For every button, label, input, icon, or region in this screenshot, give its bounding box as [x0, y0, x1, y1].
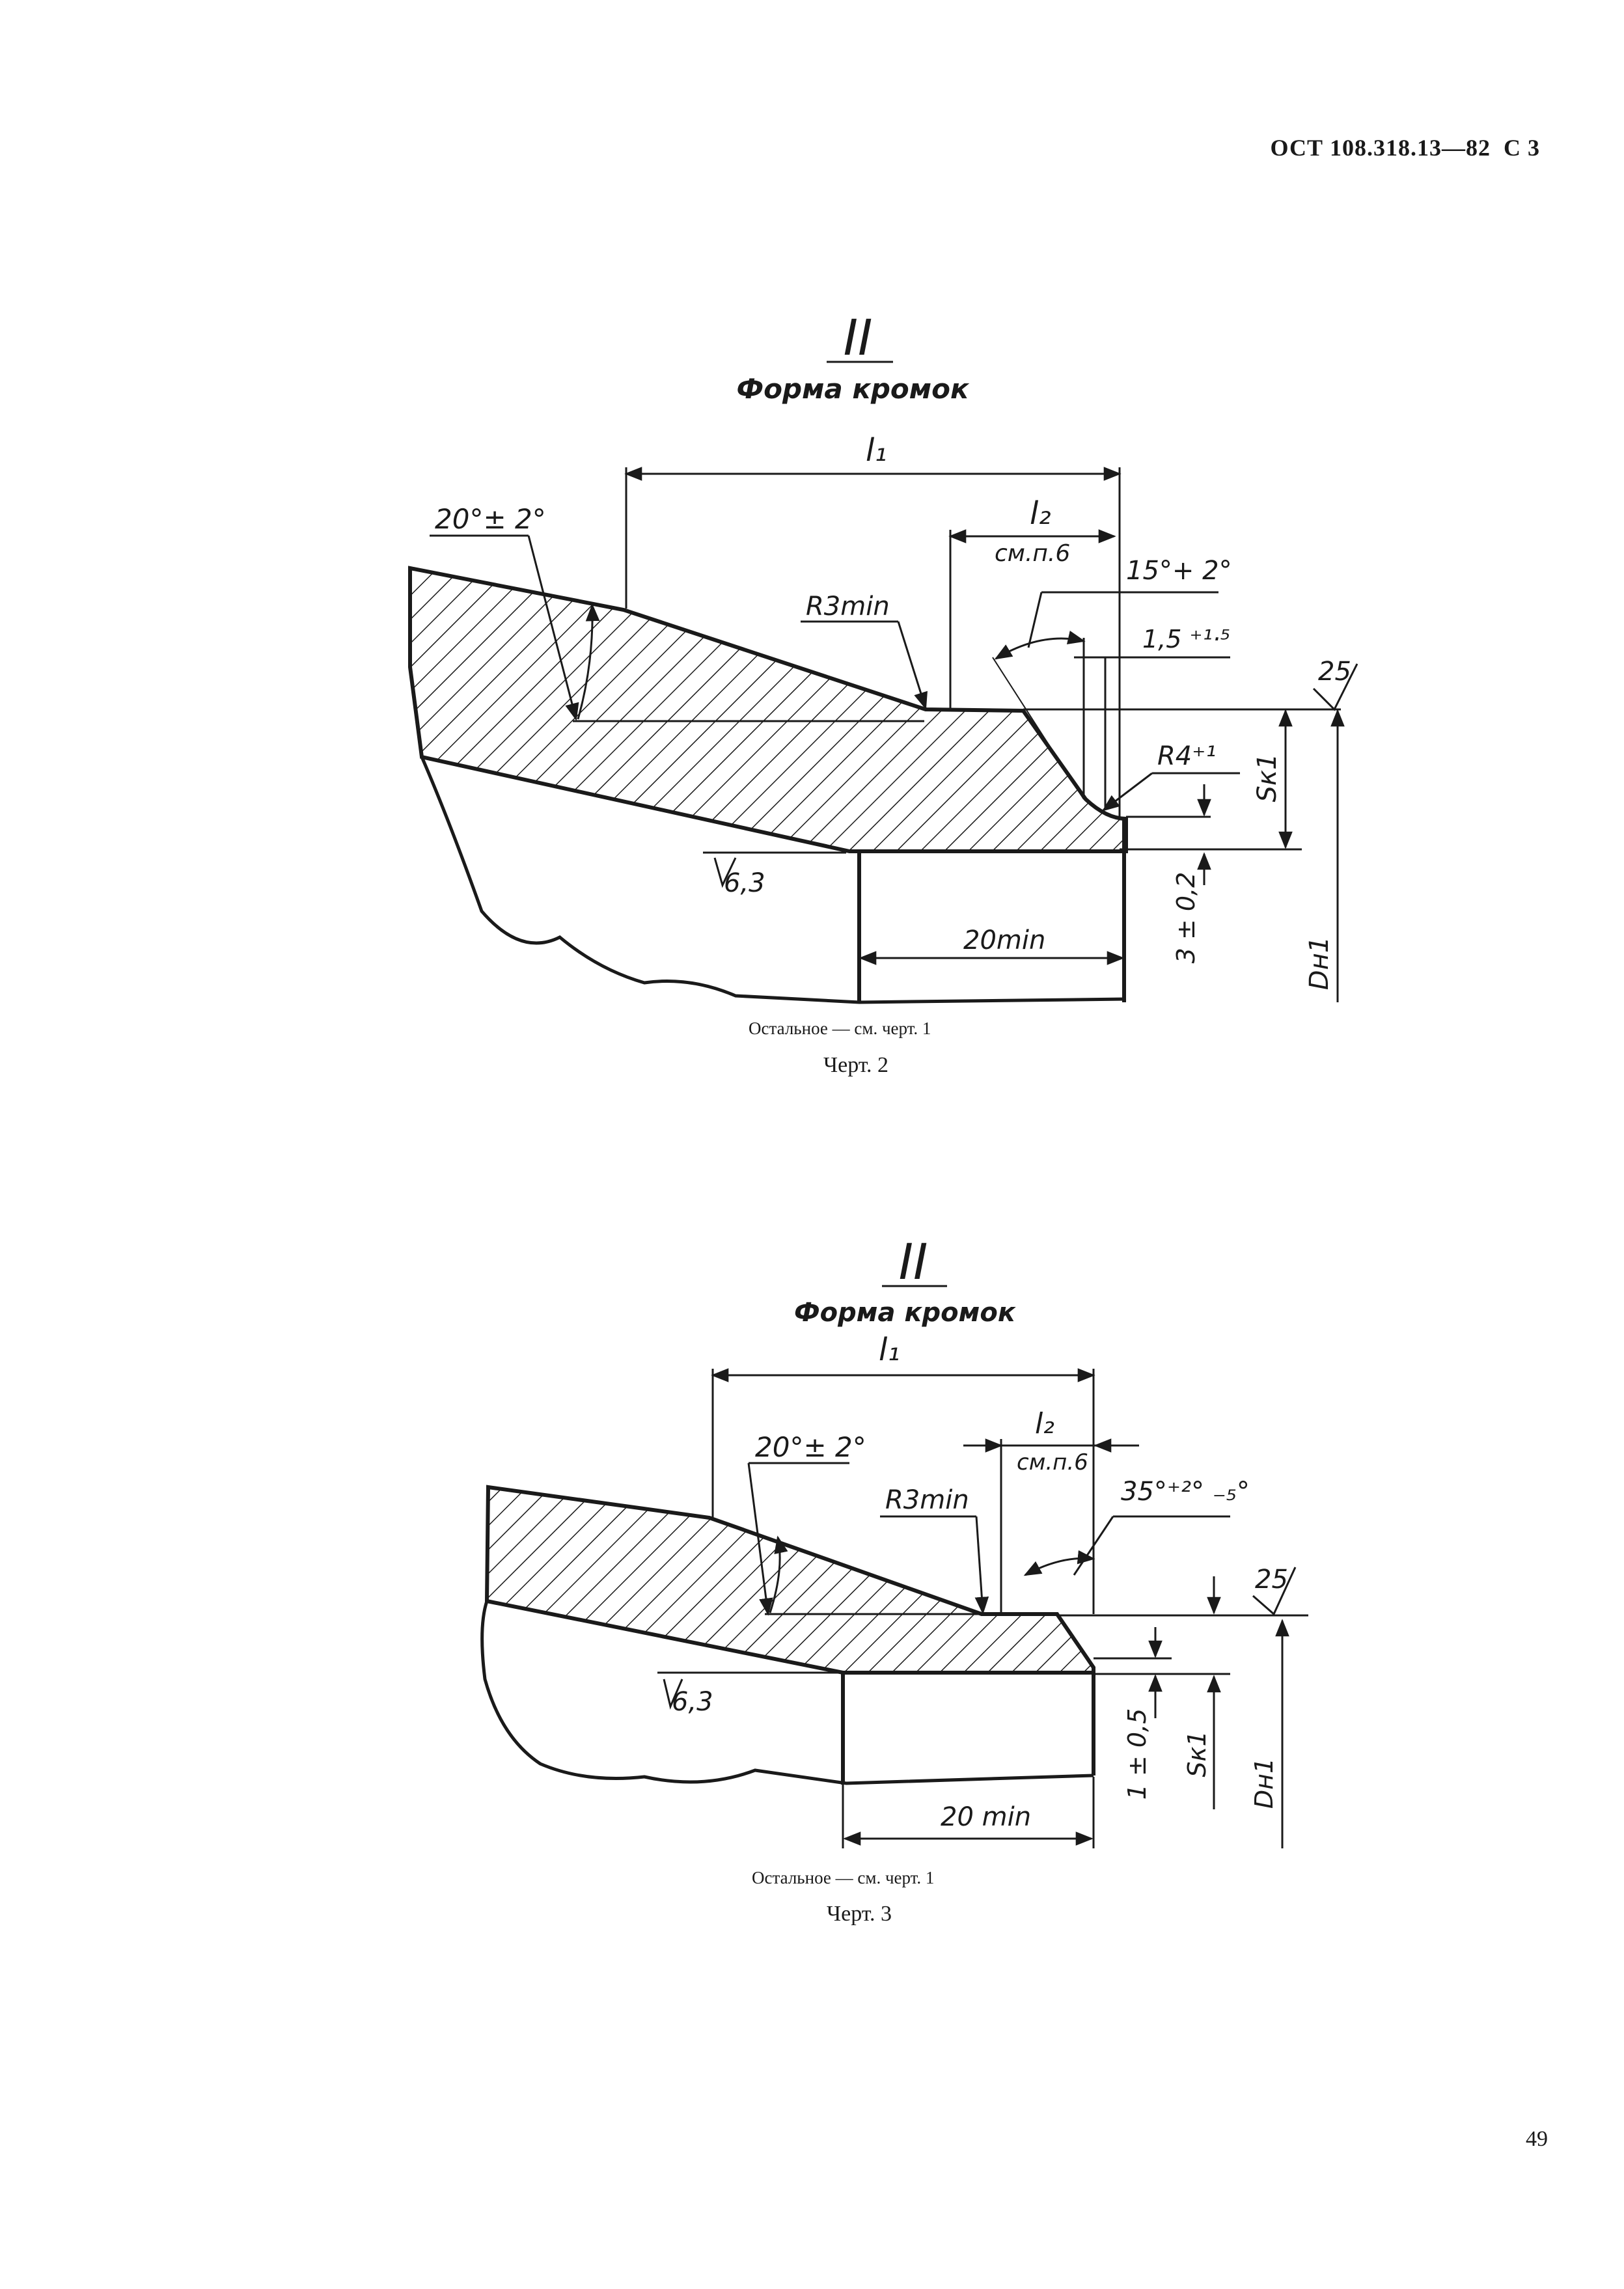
fig2-roughness-bottom-symbol — [713, 857, 737, 888]
fig2-caption: Черт. 2 — [823, 1053, 889, 1077]
fig2-roughness-top: 25 — [1318, 657, 1351, 687]
fig3-thickness-label: Sк1 — [1183, 1731, 1211, 1777]
figure-2-drawing: II Форма кромок l₁ l₂ см.п.6 20°± 2° — [408, 308, 1358, 1004]
fig3-weld-edge-section — [484, 1485, 1095, 1675]
fig3-length-label: 20 min — [941, 1802, 1031, 1832]
fig2-radius-bottom: R4⁺¹ — [1157, 741, 1216, 771]
fig2-angle-right: 15°+ 2° — [1126, 556, 1232, 586]
fig3-caption: Черт. 3 — [827, 1902, 892, 1926]
fig2-angle-left: 20°± 2° — [435, 503, 546, 535]
figure-3: II Форма кромок l₁ l₂ см.п.6 20°± 2° — [0, 1224, 1624, 1979]
fig3-title: Форма кромок — [794, 1298, 1016, 1328]
fig2-length-label: 20min — [963, 925, 1045, 955]
fig3-detail-label: II — [899, 1233, 928, 1291]
fig2-roughness-bottom: 6,3 — [724, 868, 765, 898]
fig3-roughness-top-symbol — [1252, 1567, 1297, 1616]
fig2-title: Форма кромок — [737, 373, 970, 405]
page-label: С 3 — [1504, 135, 1540, 161]
fig3-angle-left: 20°± 2° — [755, 1431, 866, 1463]
fig2-l2-label: l₂ — [1030, 495, 1051, 532]
figure-2: II Форма кромок l₁ l₂ см.п.6 20°± 2° — [0, 0, 1624, 1139]
fig3-roughness-bottom-symbol — [663, 1679, 683, 1710]
fig2-diameter-label: Dн1 — [1304, 937, 1334, 990]
fig2-weld-edge-section — [408, 566, 1128, 853]
fig2-l1-label: l₁ — [866, 432, 887, 469]
fig3-diameter-label: Dн1 — [1250, 1758, 1278, 1809]
fig2-note: Остальное — см. черт. 1 — [749, 1019, 931, 1038]
fig3-break-line — [480, 1600, 1094, 1785]
fig2-radius-top: R3min — [806, 592, 890, 622]
fig2-thickness-label: Sк1 — [1252, 754, 1282, 802]
fig2-l2-ref: см.п.6 — [995, 540, 1070, 567]
fig3-note: Остальное — см. черт. 1 — [752, 1868, 935, 1887]
fig3-angle-right: 35°⁺²° ₋₅° — [1121, 1477, 1250, 1507]
page-number: 49 — [1526, 2127, 1548, 2151]
fig3-l2-ref: см.п.6 — [1017, 1449, 1088, 1475]
figure-3-drawing: II Форма кромок l₁ l₂ см.п.6 20°± 2° — [480, 1233, 1308, 1848]
fig3-l1-label: l₁ — [879, 1332, 900, 1368]
fig3-land-height: 1 ± 0,5 — [1123, 1708, 1151, 1800]
standard-number: ОСТ 108.318.13—82 — [1270, 135, 1491, 161]
fig3-roughness-top: 25 — [1255, 1565, 1288, 1595]
fig2-land-height: 3 ± 0,2 — [1172, 872, 1200, 964]
fig3-roughness-bottom: 6,3 — [672, 1687, 713, 1717]
fig2-detail-label: II — [844, 308, 873, 366]
fig2-break-line — [408, 666, 1127, 1004]
fig3-l2-label: l₂ — [1035, 1407, 1054, 1440]
fig2-land-width: 1,5 ⁺¹·⁵ — [1142, 625, 1230, 653]
fig3-radius-top: R3min — [885, 1485, 969, 1515]
page-header: ОСТ 108.318.13—82 С 3 — [1271, 134, 1540, 161]
